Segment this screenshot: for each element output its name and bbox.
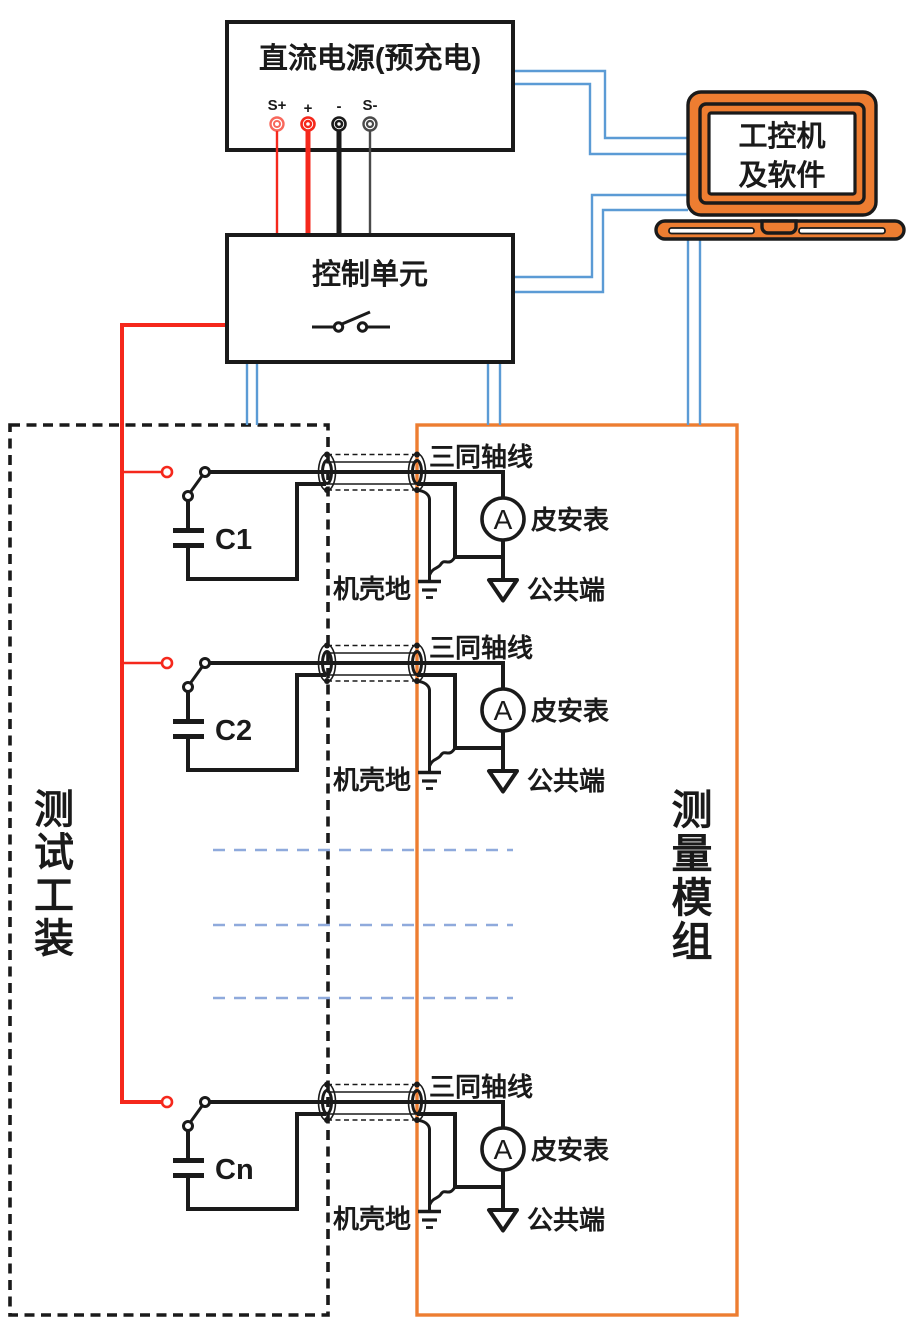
picoammeter-label-2: 皮安表 xyxy=(531,696,610,726)
control-unit-title: 控制单元 xyxy=(312,258,428,291)
cap-label-cn: Cn xyxy=(215,1154,254,1186)
test-fixture-box xyxy=(8,423,330,1317)
common-label-1: 公共端 xyxy=(527,575,605,605)
picoammeter-label-n: 皮安表 xyxy=(531,1135,610,1165)
terminal-label-s-plus: S+ xyxy=(268,97,287,114)
common-label-2: 公共端 xyxy=(527,766,605,796)
ammeter-letter-2: A xyxy=(494,695,513,726)
channel-c2 xyxy=(124,643,524,792)
psu-output-wires xyxy=(275,131,372,235)
chassis-ground-label-2: 机壳地 xyxy=(333,765,411,795)
laptop-icon xyxy=(654,90,906,241)
cap-label-c1: C1 xyxy=(215,524,252,556)
terminal-label-minus: - xyxy=(337,98,342,115)
relay-switch-icon xyxy=(312,310,390,333)
test-fixture-title: 测试工装 xyxy=(28,788,72,960)
chassis-ground-label-n: 机壳地 xyxy=(333,1204,411,1234)
measurement-module-title: 测量模组 xyxy=(665,788,711,964)
channel-c1 xyxy=(124,452,524,601)
comm-wires xyxy=(245,69,702,425)
channel-cn xyxy=(124,1082,524,1231)
common-label-n: 公共端 xyxy=(527,1205,605,1235)
continuation-separators xyxy=(213,848,513,1000)
terminal-label-plus: + xyxy=(304,100,313,117)
control-unit-box xyxy=(225,233,515,364)
triax-label-1: 三同轴线 xyxy=(429,442,533,472)
ammeter-letter-1: A xyxy=(494,504,513,535)
triax-label-2: 三同轴线 xyxy=(429,633,533,663)
charge-bus-wire xyxy=(120,323,227,1104)
psu-terminal-posts xyxy=(269,116,378,132)
pc-title-line2: 及软件 xyxy=(738,159,825,192)
ammeter-letter-n: A xyxy=(494,1134,513,1165)
pc-title-line1: 工控机 xyxy=(738,120,825,153)
triax-label-n: 三同轴线 xyxy=(429,1072,533,1102)
measurement-module-box xyxy=(415,423,739,1317)
picoammeter-label-1: 皮安表 xyxy=(531,505,610,535)
chassis-ground-label-1: 机壳地 xyxy=(333,574,411,604)
terminal-label-s-minus: S- xyxy=(363,97,378,114)
psu-terminal-labels: S+ + - S- xyxy=(268,97,378,117)
cap-label-c2: C2 xyxy=(215,715,252,747)
psu-title: 直流电源(预充电) xyxy=(259,42,481,75)
